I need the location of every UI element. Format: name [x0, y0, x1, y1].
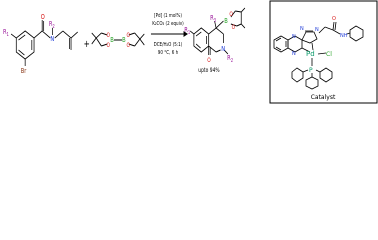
catalyst-box [269, 0, 378, 104]
triphenylphosphine-ring-1 [291, 67, 304, 83]
triphenylphosphine-ring-2 [319, 67, 333, 83]
bond [275, 37, 282, 42]
quinoxaline-n2-label: N [292, 51, 296, 57]
reaction-arrow-head [183, 31, 188, 37]
product-r3-label: R3 [210, 14, 216, 24]
bond [315, 69, 321, 73]
reaction-scheme: R1 Br O N R2 + O O B B O O [Pd] (1 mol%)… [3, 0, 378, 104]
product-dihydroisoquinolinone [189, 7, 246, 55]
b2pin2-b1-label: B [110, 36, 114, 44]
reactant-bispinacolatodiboron [91, 32, 145, 47]
product-o2-label: O [232, 24, 235, 31]
reactant1-n-label: N [50, 35, 54, 43]
anilide-phenyl-ring [349, 25, 364, 42]
benzene-ring [15, 30, 35, 60]
pd-bond [301, 47, 311, 53]
amide-o-label: O [332, 16, 336, 22]
condition-base: K₂CO₃ (2 equiv) [152, 20, 184, 27]
b2pin2-o2-label: O [107, 42, 110, 49]
product-o1-label: O [229, 11, 232, 18]
bond [302, 69, 309, 73]
product-r2-label: R2 [227, 54, 233, 64]
pd-cl-bond [317, 52, 327, 55]
condition-catalyst-loading: [Pd] (1 mol%) [154, 12, 182, 19]
bond [332, 29, 341, 35]
plus-sign: + [84, 39, 90, 50]
reactant1-r1-label: R1 [3, 28, 9, 38]
catalyst-caption: Catalyst [311, 94, 336, 101]
reactant1-r2-label: R2 [49, 20, 55, 30]
amide-nh-label: NH [340, 33, 348, 39]
bond [318, 26, 326, 34]
product-carbonyl-o-label: O [207, 57, 210, 64]
quinoxaline-n1-label: N [292, 34, 296, 40]
bond [334, 21, 337, 31]
product-yield: upto 94% [198, 67, 219, 74]
b2pin2-b2-label: B [122, 36, 126, 44]
palladium-label: Pd [306, 50, 315, 58]
reactant1-br-label: Br [21, 67, 27, 75]
imidazole-ring [301, 31, 318, 44]
b2pin2-o1-label: O [107, 32, 110, 39]
bond [324, 26, 334, 31]
bond [346, 32, 351, 35]
pd-carbene-bond [311, 42, 314, 51]
bond [332, 21, 335, 31]
reactant1-o-label: O [41, 13, 45, 21]
product-n-label: N [221, 45, 225, 53]
condition-solvent: DCE/H₂O (5:1) [154, 41, 183, 48]
reactant-bromobenzamide [10, 20, 78, 66]
b2pin2-o4-label: O [127, 42, 130, 49]
condition-temperature-time: 90 °C, 6 h [158, 49, 178, 56]
phosphorus-label: P [309, 67, 313, 74]
imidazole-n1-label: N [300, 26, 304, 32]
b2pin2-o3-label: O [127, 32, 130, 39]
chloride-label: Cl [326, 51, 332, 58]
product-r1-label: R1 [184, 26, 190, 36]
product-b-label: B [224, 17, 228, 25]
imidazole-n2-label: N [315, 27, 319, 33]
bond [275, 46, 282, 51]
